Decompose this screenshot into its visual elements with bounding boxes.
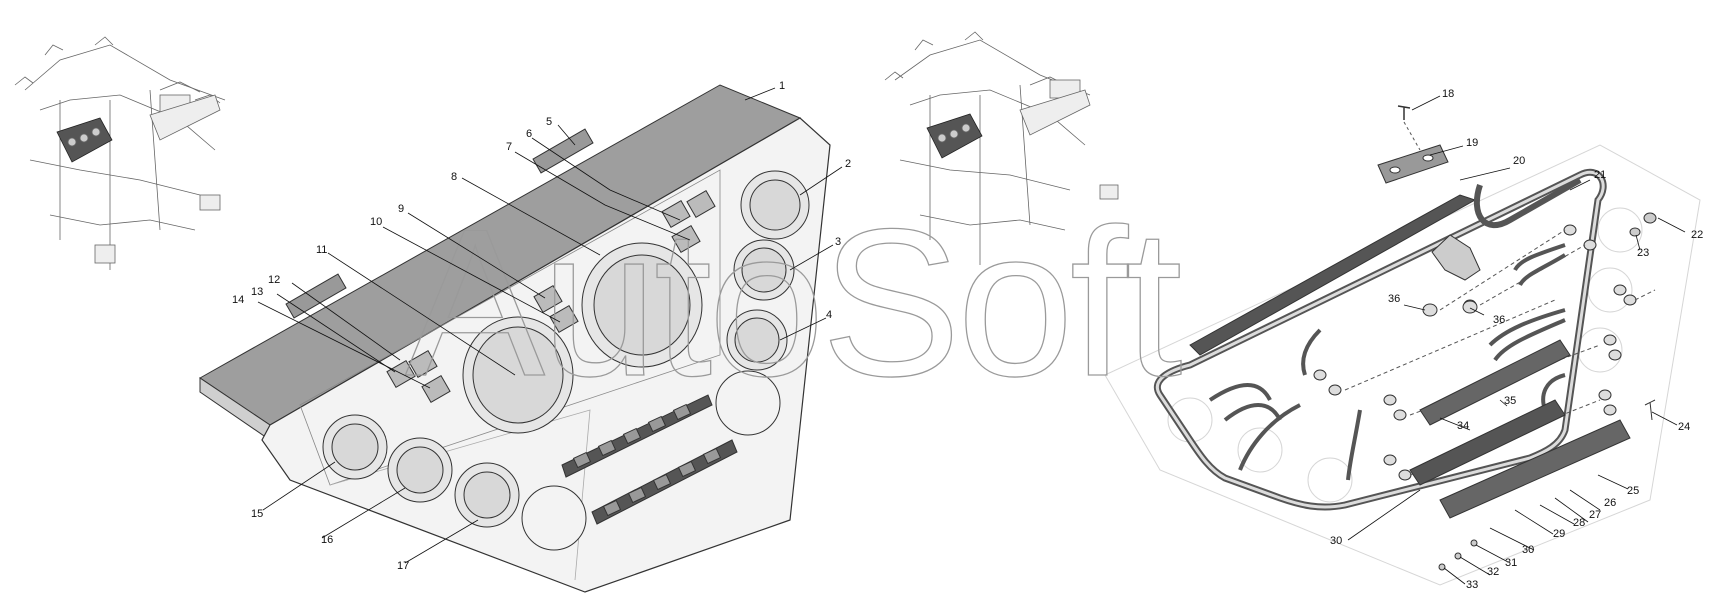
callout-5: 5 [546,116,552,128]
callout-9: 9 [398,203,404,215]
callout-21: 21 [1594,169,1606,181]
screw-18 [1397,105,1411,120]
callout-6: 6 [526,128,532,140]
callout-26: 26 [1604,497,1616,509]
callout-2: 2 [845,158,851,170]
switch-block-middle [533,285,579,333]
callout-27: 27 [1589,509,1601,521]
callout-32: 32 [1487,566,1499,578]
gauge-blank-bottom [521,485,587,551]
vehicle-locator-thumbnail-left [14,36,226,270]
callout-4: 4 [826,309,832,321]
callout-17: 17 [397,560,409,572]
callout-30-right: 30 [1522,544,1534,556]
gauge-small-17 [454,462,520,528]
callout-labels: 1 2 3 4 5 6 7 8 9 10 11 12 13 14 15 16 1… [232,80,1703,591]
callout-36-left: 36 [1388,293,1400,305]
callout-16: 16 [321,534,333,546]
connector-36 [1422,300,1478,317]
callout-33: 33 [1466,579,1478,591]
callout-3: 3 [835,236,841,248]
callout-30-left: 30 [1330,535,1342,547]
gauge-tachometer [462,316,574,434]
callout-12: 12 [268,274,280,286]
callout-29: 29 [1553,528,1565,540]
gauge-small-4 [726,309,788,371]
callout-15: 15 [251,508,263,520]
callout-18: 18 [1442,88,1454,100]
callout-19: 19 [1466,137,1478,149]
warning-lamp-bar-upper [561,394,713,478]
callout-13: 13 [251,286,263,298]
mounting-plate-19 [1377,144,1449,184]
gauge-small-3 [733,239,795,301]
callout-1: 1 [779,80,785,92]
callout-23: 23 [1637,247,1649,259]
callout-7: 7 [506,141,512,153]
gauge-blank-right [715,370,781,436]
gauge-small-16 [387,437,453,503]
leader-lines [257,87,1686,585]
fuse-block-25 [1439,419,1631,519]
instrument-panel-assembly [199,84,831,593]
callout-25: 25 [1627,485,1639,497]
harness-branch-wires [1208,243,1567,481]
mounting-bracket-5 [532,128,594,174]
vehicle-locator-thumbnail-middle [884,31,1119,265]
callout-10: 10 [370,216,382,228]
callout-11: 11 [316,244,327,256]
funnel-connector [1431,234,1481,281]
fasteners [1438,212,1657,571]
fuse-block-34 [1409,339,1571,486]
watermark: AutoSoft [405,185,1181,420]
callout-14: 14 [232,294,244,306]
gauge-small-15 [322,414,388,480]
gauge-small-2 [740,170,810,240]
callout-20: 20 [1513,155,1525,167]
callout-34: 34 [1457,420,1469,432]
switch-block-upper [661,190,716,253]
wiring-harness-assembly [1104,105,1701,586]
callout-35: 35 [1504,395,1516,407]
warning-lamp-bar-lower [591,439,738,525]
callout-28: 28 [1573,517,1585,529]
switch-block-lower [386,350,451,403]
callout-22: 22 [1691,229,1703,241]
callout-24: 24 [1678,421,1690,433]
harness-branch-21 [1473,177,1582,228]
callout-36-right: 36 [1493,314,1505,326]
gauge-speedometer [581,242,703,368]
callout-8: 8 [451,171,457,183]
callout-31: 31 [1505,557,1517,569]
